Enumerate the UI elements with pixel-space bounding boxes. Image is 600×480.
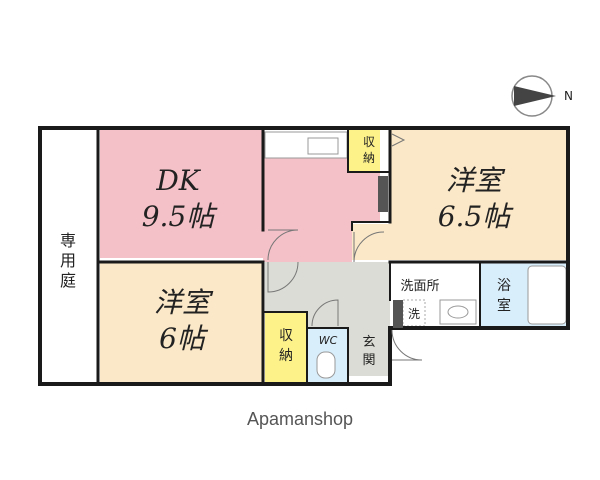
entrance-area bbox=[348, 328, 390, 376]
private-garden-label-3: 庭 bbox=[60, 271, 76, 290]
storage-bottom bbox=[265, 312, 307, 382]
bathtub bbox=[527, 265, 567, 325]
washroom-label: 洗面所 bbox=[400, 279, 439, 294]
bath-label-1: 浴 bbox=[497, 278, 511, 294]
north-compass-icon bbox=[511, 75, 556, 117]
door-swings bbox=[267, 133, 423, 361]
dk-label: DK bbox=[155, 164, 201, 197]
compass-north-label: N bbox=[564, 89, 573, 103]
dk-size: 9.5帖 bbox=[142, 200, 219, 233]
storage-bottom-label-2: 納 bbox=[279, 348, 293, 364]
washer-space bbox=[402, 299, 426, 327]
private-garden-label-2: 用 bbox=[60, 251, 76, 270]
toilet-fixture bbox=[316, 351, 336, 379]
bath-label-2: 室 bbox=[497, 297, 511, 314]
column bbox=[378, 176, 388, 212]
storage-top-label-2: 納 bbox=[363, 151, 375, 165]
dk-room bbox=[100, 130, 263, 258]
toilet-label: WC bbox=[319, 334, 338, 347]
entrance-label-1: 玄 bbox=[362, 335, 375, 350]
western-a-size: 6.5帖 bbox=[438, 200, 515, 233]
sink bbox=[307, 137, 339, 155]
storage-bottom-label-1: 収 bbox=[279, 328, 293, 344]
private-garden-label-1: 専 bbox=[60, 231, 76, 250]
western-b-label: 洋室 bbox=[154, 286, 214, 319]
western-room-a bbox=[352, 130, 568, 260]
western-a-label: 洋室 bbox=[446, 164, 506, 197]
basin-bowl bbox=[447, 305, 469, 319]
column-small bbox=[393, 300, 403, 328]
wash-basin bbox=[439, 299, 477, 325]
entrance-label-2: 関 bbox=[362, 353, 375, 368]
watermark: Apamanshop bbox=[247, 409, 353, 429]
western-b-size: 6帖 bbox=[159, 322, 209, 355]
western-room-b bbox=[100, 262, 263, 382]
storage-top bbox=[348, 130, 380, 172]
private-garden-area bbox=[40, 130, 98, 382]
dk-extension bbox=[263, 158, 380, 262]
storage-top-label-1: 収 bbox=[363, 135, 375, 149]
walls bbox=[38, 126, 570, 386]
washer-label: 洗 bbox=[408, 307, 420, 321]
